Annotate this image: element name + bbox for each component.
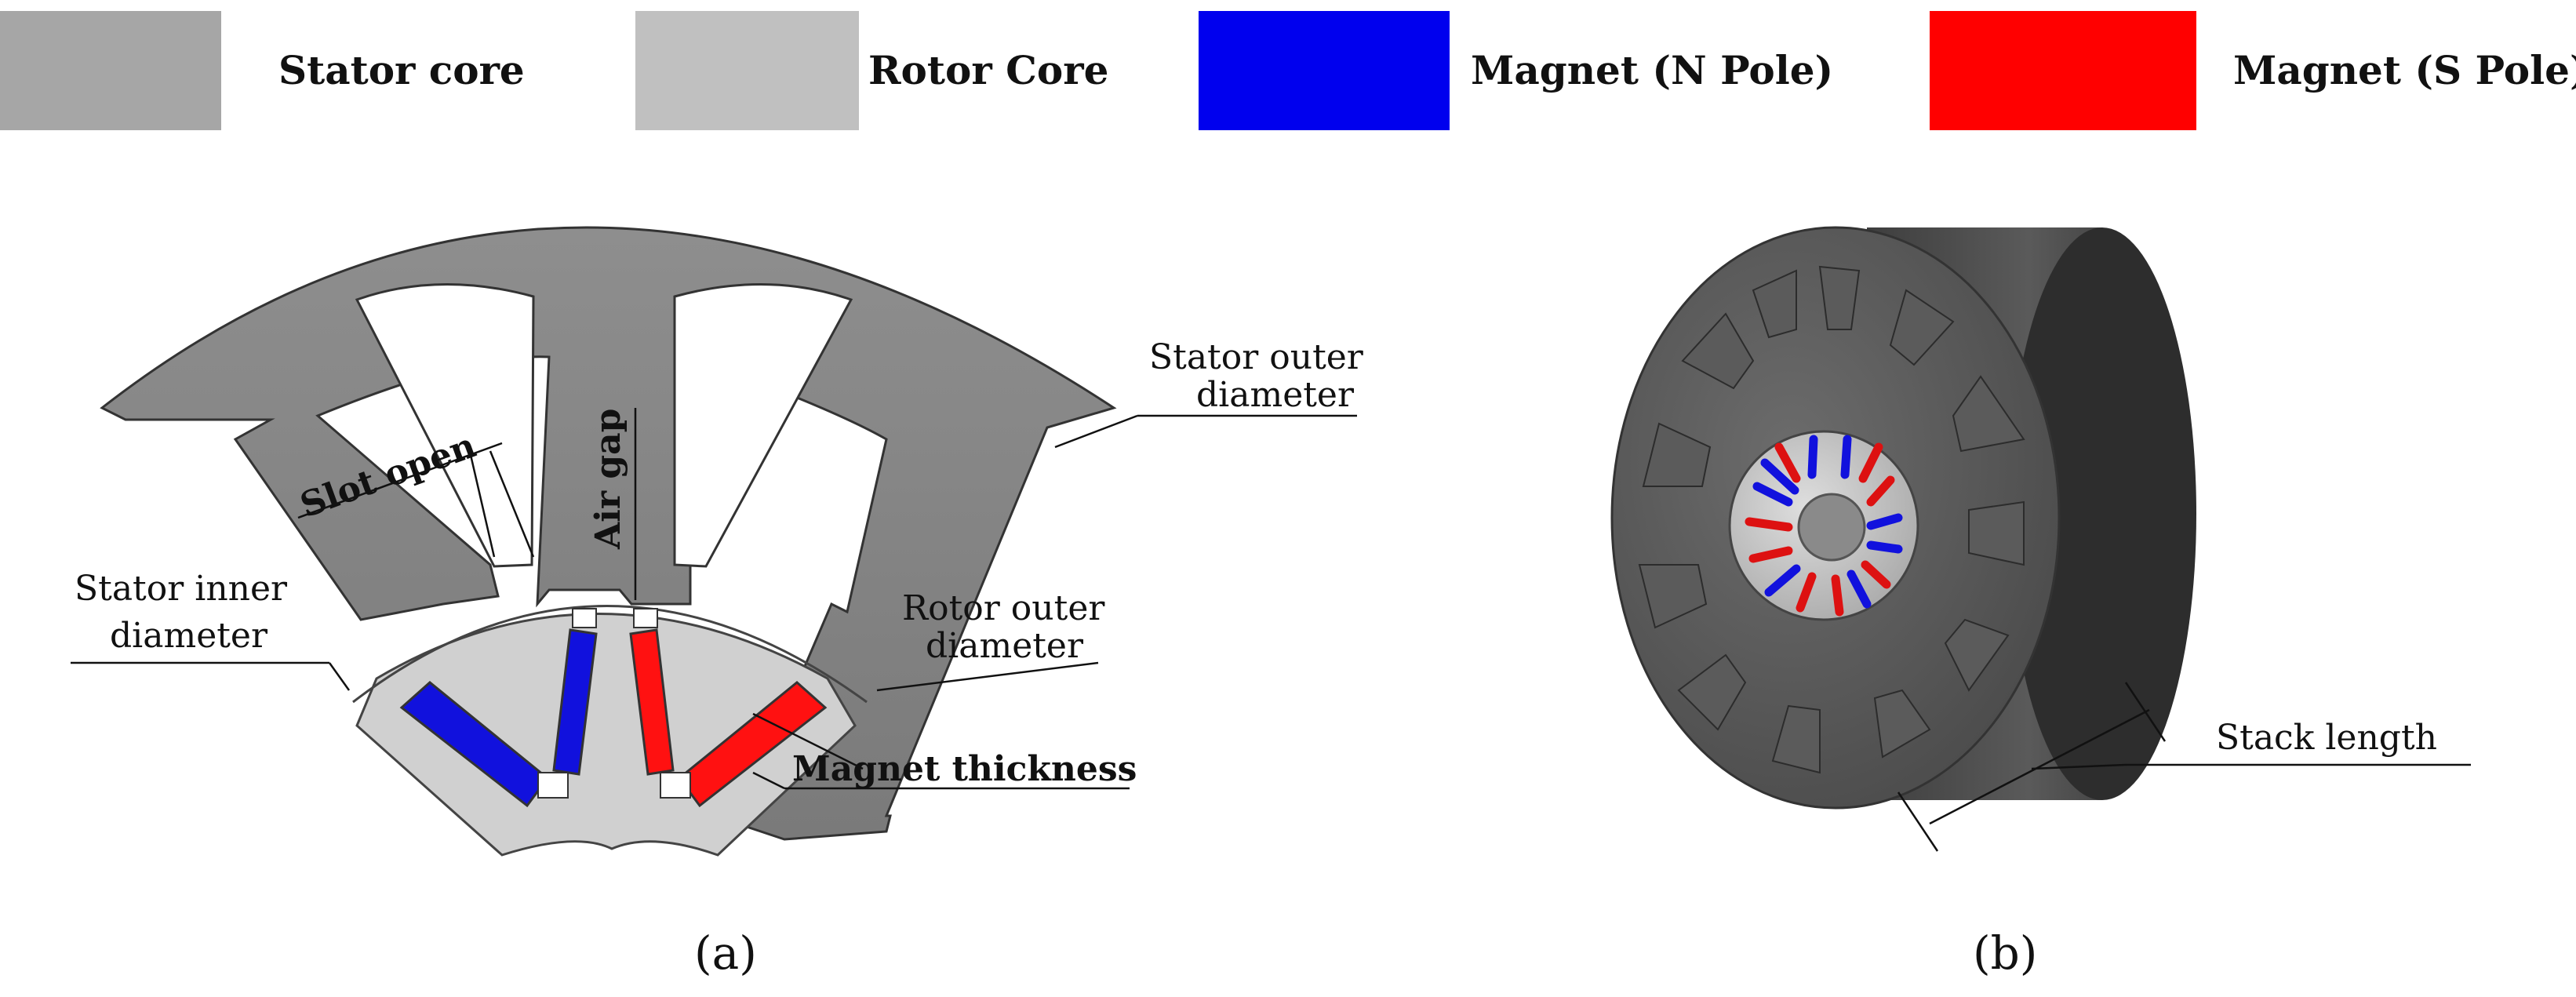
- caption-a: (a): [694, 926, 757, 980]
- legend: Stator core Rotor Core Magnet (N Pole) M…: [0, 0, 2576, 133]
- label-stator-inner-line2: diameter: [110, 616, 268, 656]
- label-magnet-thickness: Magnet thickness: [792, 749, 1137, 789]
- legend-swatch-magnet-n-pole: [1199, 11, 1450, 130]
- label-air-gap: Air gap: [588, 409, 628, 550]
- flux-barrier: [633, 608, 658, 628]
- rotor-magnets: [1745, 435, 1903, 617]
- stator-slots: [1638, 265, 2025, 774]
- rotor-shaft-bore: [1797, 493, 1866, 562]
- legend-swatch-magnet-s-pole: [1930, 11, 2196, 130]
- rotor-core: [355, 613, 857, 857]
- magnet-n-pole-left-inner: [552, 628, 598, 776]
- flux-barrier: [660, 772, 691, 799]
- flux-barrier: [537, 772, 569, 799]
- label-rotor-outer-line2: diameter: [926, 626, 1084, 666]
- caption-b: (b): [1973, 926, 2037, 980]
- label-stator-outer-line1: Stator outer: [1149, 337, 1364, 377]
- stator-slot-left: [355, 283, 535, 568]
- stator-slot-right: [673, 283, 853, 568]
- magnet-s-pole-right-outer: [677, 681, 828, 808]
- magnet-s-pole-right-inner: [629, 628, 675, 776]
- legend-swatch-stator-core: [0, 11, 221, 130]
- label-stack-length: Stack length: [2216, 718, 2437, 758]
- label-rotor-outer-line1: Rotor outer: [902, 588, 1105, 628]
- legend-label-magnet-n-pole: Magnet (N Pole): [1471, 47, 1834, 93]
- stator-cylinder-back: [2008, 227, 2196, 800]
- legend-label-rotor-core: Rotor Core: [868, 47, 1109, 93]
- legend-label-magnet-s-pole: Magnet (S Pole): [2233, 47, 2576, 93]
- legend-swatch-rotor-core: [635, 11, 859, 130]
- label-stator-inner-line1: Stator inner: [75, 569, 288, 609]
- panel-a-cross-section: Slot open Air gap Stator outer diameter …: [71, 226, 1364, 980]
- label-stator-outer-line2: diameter: [1196, 375, 1355, 415]
- panel-b-3d-view: Stack length (b): [1610, 226, 2471, 980]
- flux-barrier: [572, 608, 597, 628]
- legend-label-stator-core: Stator core: [278, 47, 525, 93]
- air-gap-arc: [352, 605, 868, 704]
